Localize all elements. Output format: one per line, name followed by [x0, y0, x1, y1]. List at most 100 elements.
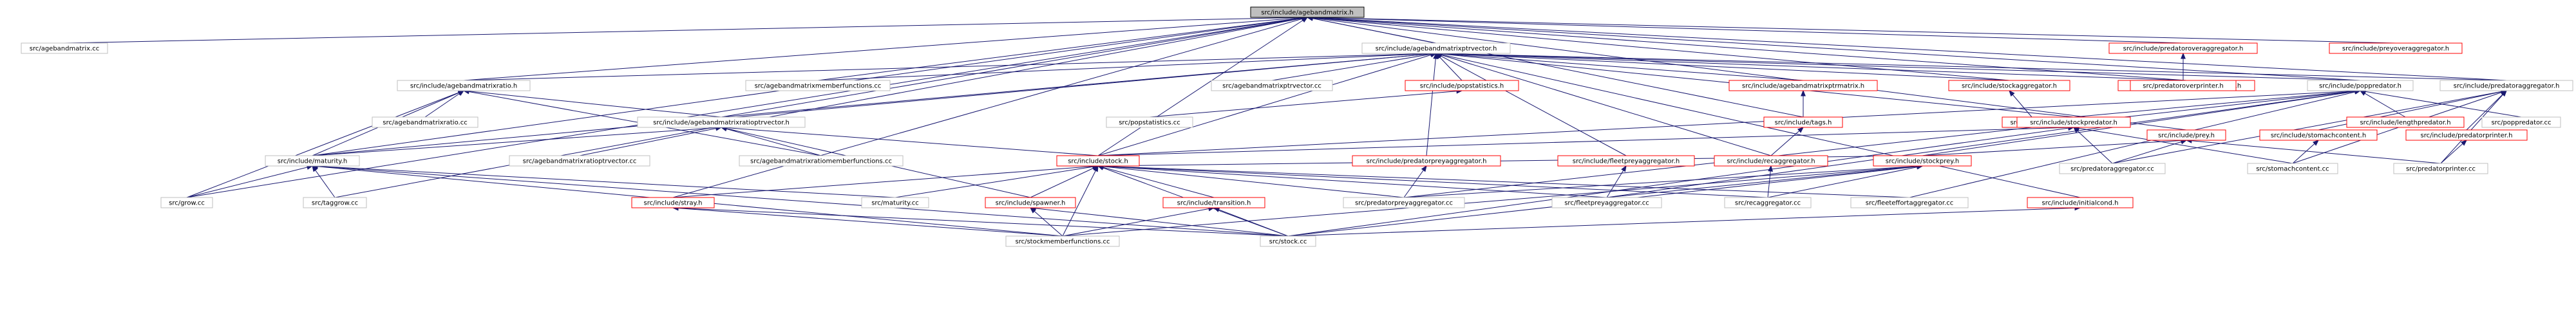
graph-edge	[1770, 127, 1804, 156]
node-label: src/include/predatorprinter.h	[2421, 133, 2513, 140]
node-label: src/include/spawner.h	[996, 200, 1066, 207]
node-box	[1005, 235, 1120, 247]
graph-node[interactable]: src/include/stock.h	[1056, 155, 1140, 167]
graph-edge	[312, 125, 723, 156]
node-box	[2307, 80, 2414, 91]
graph-node[interactable]: src/include/stockpredator.h	[2016, 116, 2131, 128]
node-label: src/include/stockprey.h	[1886, 158, 1960, 165]
graph-node[interactable]: src/include/popstatistics.h	[1405, 80, 1519, 91]
node-box	[160, 197, 213, 208]
graph-node[interactable]: src/include/fleetpreyaggregator.h	[1557, 155, 1695, 167]
graph-node[interactable]: src/include/spawner.h	[985, 197, 1076, 208]
graph-node[interactable]: src/include/maturity.h	[265, 155, 360, 167]
node-box	[2016, 116, 2131, 128]
graph-node[interactable]: src/stock.cc	[1260, 235, 1316, 247]
node-box	[1405, 80, 1519, 91]
node-label: src/predatorprinter.cc	[2406, 166, 2476, 173]
graph-node[interactable]: src/stomachcontent.cc	[2247, 163, 2338, 174]
node-label: src/include/agebandmatrixratio.h	[410, 83, 517, 90]
graph-node[interactable]: src/popstatistics.cc	[1106, 116, 1193, 128]
graph-node[interactable]: src/agebandmatrixratioptrvector.cc	[509, 155, 650, 167]
node-box	[2405, 129, 2528, 141]
node-box	[509, 155, 650, 167]
graph-node[interactable]: src/agebandmatrixratio.cc	[372, 116, 478, 128]
graph-node[interactable]: src/agebandmatrixptrvector.cc	[1211, 80, 1333, 91]
graph-node[interactable]: src/grow.cc	[160, 197, 213, 208]
graph-node[interactable]: src/include/poppredator.h	[2307, 80, 2414, 91]
node-box	[265, 155, 360, 167]
node-box	[1250, 6, 1365, 18]
graph-node[interactable]: src/fleeteffortaggregator.cc	[1850, 197, 1969, 208]
graph-edge	[1606, 89, 2362, 198]
graph-edge	[1029, 207, 1063, 237]
graph-node[interactable]: src/predatorprinter.cc	[2393, 163, 2488, 174]
graph-node[interactable]: src/maturity.cc	[861, 197, 929, 208]
node-label: src/stomachcontent.cc	[2256, 166, 2329, 173]
node-label: src/include/agebandmatrixratioptrvector.…	[653, 120, 790, 127]
node-box	[1260, 235, 1316, 247]
graph-edge	[1097, 165, 1215, 198]
graph-node[interactable]: src/agebandmatrix.cc	[21, 42, 108, 54]
graph-node[interactable]: src/include/stomachcontent.h	[2259, 129, 2378, 141]
node-label: src/agebandmatrixratiomemberfunctions.cc	[750, 158, 892, 165]
nodes: src/include/agebandmatrix.h src/agebandma…	[21, 6, 2573, 247]
node-box	[1352, 155, 1501, 167]
graph-node[interactable]: src/include/initialcond.h	[2027, 197, 2134, 208]
node-label: src/include/agebandmatrixptrvector.h	[1376, 46, 1497, 53]
node-box	[2481, 116, 2561, 128]
node-box	[2247, 163, 2338, 174]
graph-node[interactable]: src/include/agebandmatrixratio.h	[397, 80, 531, 91]
graph-node[interactable]: src/include/agebandmatrix.h	[1250, 6, 1365, 18]
node-box	[739, 155, 904, 167]
graph-node[interactable]: src/include/predatoraggregator.h	[2439, 80, 2573, 91]
graph-node[interactable]: src/include/predatorpreyaggregator.h	[1352, 155, 1501, 167]
graph-edge	[1403, 89, 2362, 198]
graph-node[interactable]: src/include/lengthpredator.h	[2346, 116, 2465, 128]
graph-edge	[2009, 89, 2032, 118]
node-label: src/include/stray.h	[644, 200, 703, 207]
graph-node[interactable]: src/include/agebandmatrixratioptrvector.…	[637, 116, 806, 128]
graph-edge	[1435, 51, 2361, 81]
graph-node[interactable]: src/include/predatorprinter.h	[2405, 129, 2528, 141]
graph-edge	[1030, 165, 1099, 198]
graph-node[interactable]: src/predatorpreyaggregator.cc	[1343, 197, 1465, 208]
graph-node[interactable]: src/include/preyoveraggregator.h	[2329, 42, 2463, 54]
graph-node[interactable]: src/fleetpreyaggregator.cc	[1551, 197, 1662, 208]
graph-node[interactable]: src/include/predatoroveraggregator.h	[2108, 42, 2258, 54]
graph-node[interactable]: src/include/agebandmatrixptrvector.h	[1361, 42, 1511, 54]
node-label: src/predatorpreyaggregator.cc	[1355, 200, 1453, 207]
graph-node[interactable]: src/include/stockprey.h	[1873, 155, 1972, 167]
node-label: src/grow.cc	[169, 200, 205, 207]
graph-node[interactable]: src/include/prey.h	[2146, 129, 2226, 141]
graph-node[interactable]: src/include/agebandmatrixptrmatrix.h	[1728, 80, 1878, 91]
graph-node[interactable]: src/include/stray.h	[631, 197, 715, 208]
node-label: src/include/agebandmatrixptrmatrix.h	[1742, 83, 1864, 90]
node-label: src/include/popstatistics.h	[1420, 83, 1504, 90]
graph-node[interactable]: src/predatoroverprinter.h	[2130, 80, 2237, 91]
graph-edge	[312, 165, 336, 198]
node-label: src/include/prey.h	[2158, 133, 2215, 140]
graph-node[interactable]: src/include/transition.h	[1162, 197, 1265, 208]
node-box	[745, 80, 891, 91]
graph-node[interactable]: src/agebandmatrixratiomemberfunctions.cc	[739, 155, 904, 167]
graph-node[interactable]: src/stockmemberfunctions.cc	[1005, 235, 1120, 247]
graph-edge	[1097, 163, 1405, 198]
graph-node[interactable]: src/predatoraggregator.cc	[2059, 163, 2166, 174]
graph-node[interactable]: src/poppredator.cc	[2481, 116, 2561, 128]
node-label: src/fleeteffortaggregator.cc	[1866, 200, 1953, 207]
graph-node[interactable]: src/recaggregator.cc	[1724, 197, 1812, 208]
node-box	[1551, 197, 1662, 208]
node-box	[2393, 163, 2488, 174]
graph-node[interactable]: src/include/tags.h	[1763, 116, 1843, 128]
node-label: src/include/fleetpreyaggregator.h	[1573, 158, 1680, 165]
node-box	[2027, 197, 2134, 208]
node-box	[1343, 197, 1465, 208]
graph-node[interactable]: src/agebandmatrixmemberfunctions.cc	[745, 80, 891, 91]
graph-node[interactable]: src/include/stockaggregator.h	[1948, 80, 2070, 91]
node-label: src/include/predatoroveraggregator.h	[2123, 46, 2244, 53]
node-label: src/include/preyoveraggregator.h	[2342, 46, 2449, 53]
graph-node[interactable]: src/include/recaggregator.h	[1714, 155, 1828, 167]
node-label: src/include/stockpredator.h	[2030, 120, 2117, 127]
node-label: src/include/stockaggregator.h	[1962, 83, 2057, 90]
graph-node[interactable]: src/taggrow.cc	[303, 197, 367, 208]
